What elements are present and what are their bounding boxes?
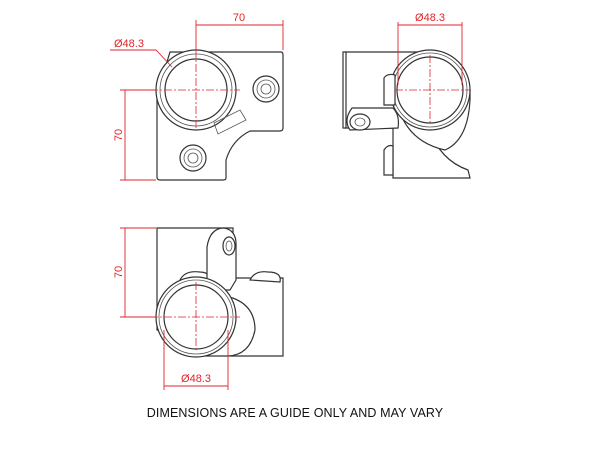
bolt-icon	[349, 113, 371, 131]
bolt-icon	[252, 75, 280, 103]
disclaimer-caption: DIMENSIONS ARE A GUIDE ONLY AND MAY VARY	[146, 406, 444, 420]
front-view: 70 Ø48.3	[113, 227, 284, 390]
side-view: Ø48.3	[342, 12, 471, 179]
bolt-icon	[179, 144, 207, 172]
top-view: 70 Ø48.3 70	[110, 12, 284, 181]
top-height-dimension: 70	[113, 129, 125, 141]
top-diameter-dimension: Ø48.3	[114, 38, 144, 50]
bolt-icon	[222, 236, 236, 256]
front-height-dimension: 70	[113, 266, 125, 278]
side-diameter-dimension: Ø48.3	[415, 12, 445, 24]
front-diameter-dimension: Ø48.3	[181, 373, 211, 385]
top-width-dimension: 70	[233, 12, 245, 24]
